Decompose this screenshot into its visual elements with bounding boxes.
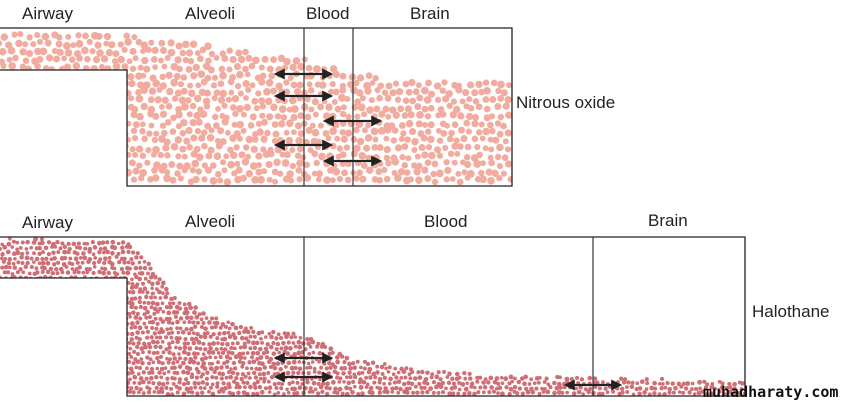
nitrous-chamber-outline (0, 27, 513, 187)
halothane-label: Halothane (752, 302, 830, 321)
halothane-particles (0, 237, 745, 396)
nitrous-alveoli-label: Alveoli (185, 4, 236, 23)
nitrous-oxide-particles (0, 30, 512, 186)
nitrous-oxide-panel (0, 27, 513, 187)
watermark: muhadharaty.com (703, 383, 839, 401)
nitrous-oxide-label: Nitrous oxide (516, 93, 616, 112)
halothane-airway-label: Airway (22, 213, 74, 232)
halothane-chamber-outline (0, 236, 746, 397)
nitrous-blood-label: Blood (306, 4, 350, 23)
nitrous-airway-label: Airway (22, 4, 74, 23)
halothane-panel (0, 236, 746, 397)
halothane-brain-label: Brain (648, 211, 688, 230)
halothane-alveoli-label: Alveoli (185, 212, 236, 231)
nitrous-brain-label: Brain (410, 4, 450, 23)
halothane-blood-label: Blood (424, 212, 468, 231)
